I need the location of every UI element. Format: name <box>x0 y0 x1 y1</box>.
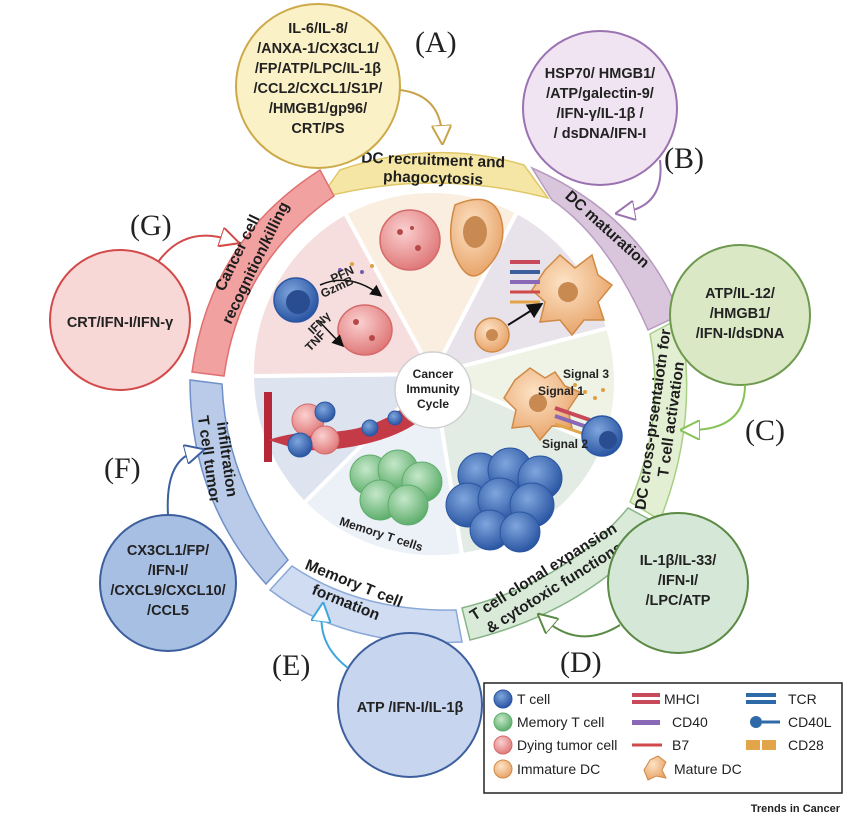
svg-text:/IFN-I/: /IFN-I/ <box>658 573 698 589</box>
center-line-2: Immunity <box>406 382 460 396</box>
svg-text:ATP/IL-12/: ATP/IL-12/ <box>705 286 775 302</box>
svg-text:/HMGB1/gp96/: /HMGB1/gp96/ <box>269 101 367 117</box>
svg-text:CRT/IFN-I/IFN-γ: CRT/IFN-I/IFN-γ <box>67 315 173 331</box>
legend-mature-dc: Mature DC <box>674 761 742 777</box>
legend: T cell Memory T cell Dying tumor cell Im… <box>483 682 843 794</box>
step-d-letter: (D) <box>560 646 602 679</box>
bubble-d: IL-1β/IL-33/ /IFN-I/ /LPC/ATP (D) <box>545 512 749 679</box>
svg-text:/FP/ATP/LPC/IL-1β: /FP/ATP/LPC/IL-1β <box>255 61 381 77</box>
sector-b-illustration <box>474 253 614 353</box>
sector-f-illustration <box>264 392 430 462</box>
center-hub: Cancer Immunity Cycle <box>394 351 472 429</box>
step-a-title-1: DC recruitment and <box>361 149 505 171</box>
legend-cd40: CD40 <box>672 714 708 730</box>
legend-dying-tumor-cell: Dying tumor cell <box>517 737 617 753</box>
svg-text:/IFN-I/dsDNA: /IFN-I/dsDNA <box>696 326 785 342</box>
svg-text:HSP70/ HMGB1/: HSP70/ HMGB1/ <box>545 66 655 82</box>
legend-t-cell: T cell <box>517 691 550 707</box>
bubble-g: CRT/IFN-I/IFN-γ (G) <box>49 209 230 391</box>
legend-b7: B7 <box>672 737 689 753</box>
sector-d-illustration <box>445 447 563 553</box>
sector-g-illustration: PFN GzmB IFNγ TNF <box>273 262 393 356</box>
bubble-b: HSP70/ HMGB1/ /ATP/galectin-9/ /IFN-γ/IL… <box>522 30 704 212</box>
svg-text:/IFN-γ/IL-1β /: /IFN-γ/IL-1β / <box>557 106 644 122</box>
svg-text:IL-1β/IL-33/: IL-1β/IL-33/ <box>640 553 717 569</box>
center-line-3: Cycle <box>417 397 449 411</box>
legend-immature-dc: Immature DC <box>517 761 600 777</box>
legend-mhci: MHCI <box>664 691 700 707</box>
svg-text:CX3CL1/FP/: CX3CL1/FP/ <box>127 543 209 559</box>
step-c-letter: (C) <box>745 414 785 447</box>
svg-text:/CCL2/CXCL1/S1P/: /CCL2/CXCL1/S1P/ <box>254 81 383 97</box>
signal-2-label: Signal 2 <box>542 437 588 451</box>
source-label: Trends in Cancer <box>751 803 841 815</box>
step-a-title-2: phagocytosis <box>383 168 483 188</box>
step-f-letter: (F) <box>104 452 141 485</box>
legend-cd28: CD28 <box>788 737 824 753</box>
svg-text:/CCL5: /CCL5 <box>147 603 189 619</box>
bubble-e: ATP /IFN-I/IL-1β (E) <box>272 612 483 778</box>
svg-text:/LPC/ATP: /LPC/ATP <box>646 593 711 609</box>
step-e-letter: (E) <box>272 649 310 682</box>
legend-memory-t-cell: Memory T cell <box>517 714 604 730</box>
bubble-a: IL-6/IL-8/ /ANXA-1/CX3CL1/ /FP/ATP/LPC/I… <box>235 3 457 169</box>
svg-text:CRT/PS: CRT/PS <box>291 121 345 137</box>
svg-text:/ATP/galectin-9/: /ATP/galectin-9/ <box>546 86 654 102</box>
sector-a-illustration <box>379 198 504 277</box>
step-b-letter: (B) <box>664 142 704 175</box>
svg-text:/CXCL9/CXCL10/: /CXCL9/CXCL10/ <box>110 583 225 599</box>
legend-tcr: TCR <box>788 691 817 707</box>
svg-text:/ dsDNA/IFN-I: / dsDNA/IFN-I <box>554 126 647 142</box>
bubble-f: CX3CL1/FP/ /IFN-I/ /CXCL9/CXCL10/ /CCL5 … <box>99 452 237 652</box>
legend-cd40l: CD40L <box>788 714 832 730</box>
sector-c-illustration: Signal 3 Signal 1 Signal 2 <box>503 367 623 457</box>
svg-text:/ANXA-1/CX3CL1/: /ANXA-1/CX3CL1/ <box>257 41 379 57</box>
center-line-1: Cancer <box>413 367 454 381</box>
signal-1-label: Signal 1 <box>538 384 584 398</box>
svg-text:ATP /IFN-I/IL-1β: ATP /IFN-I/IL-1β <box>357 700 464 716</box>
svg-text:/IFN-I/: /IFN-I/ <box>148 563 188 579</box>
svg-text:IL-6/IL-8/: IL-6/IL-8/ <box>288 21 348 37</box>
signal-3-label: Signal 3 <box>563 367 609 381</box>
step-a-letter: (A) <box>415 26 457 59</box>
bubble-c: ATP/IL-12/ /HMGB1/ /IFN-I/dsDNA (C) <box>669 244 811 447</box>
outer-ring <box>189 151 688 644</box>
step-g-letter: (G) <box>130 209 172 242</box>
svg-text:/HMGB1/: /HMGB1/ <box>710 306 770 322</box>
